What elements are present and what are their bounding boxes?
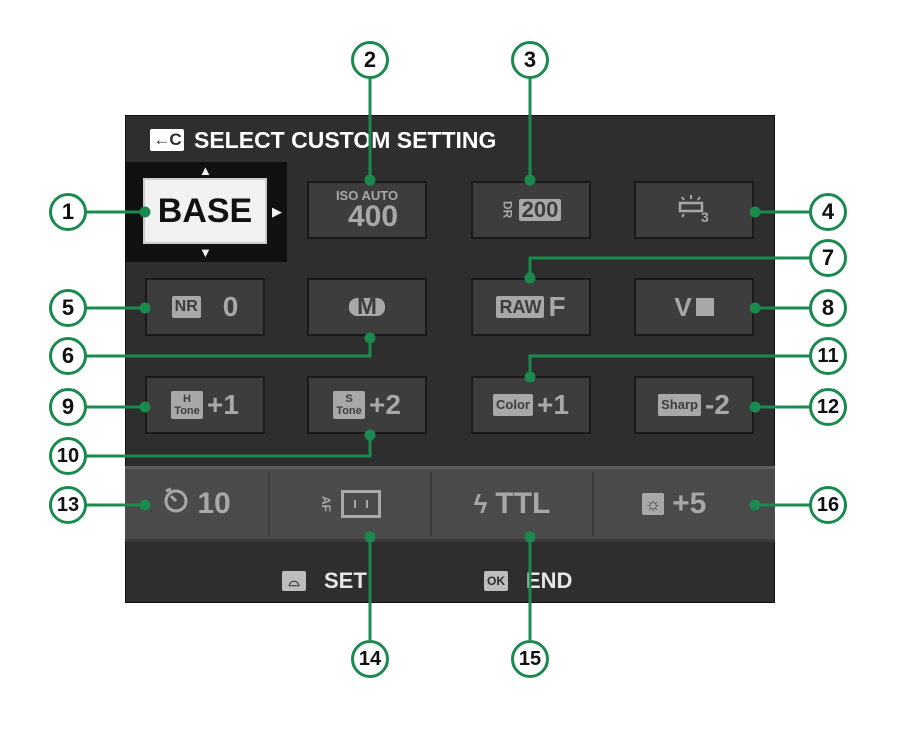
page-title: SELECT CUSTOM SETTING (194, 126, 497, 153)
flash-value: TTL (495, 487, 551, 520)
callout-8: 8 (809, 289, 847, 327)
film-simulation-tile[interactable]: V (634, 278, 754, 336)
color-badge: Color (493, 394, 533, 416)
down-arrow-icon[interactable]: ▼ (199, 245, 212, 260)
af-mode-cell[interactable]: AF (270, 466, 430, 542)
callout-1: 1 (49, 193, 87, 231)
custom-setting-icon: ←C (150, 129, 184, 151)
white-balance-tile[interactable]: 3 (634, 181, 754, 239)
white-balance-3-icon: 3 (674, 193, 714, 227)
sharp-badge: Sharp (658, 394, 701, 416)
dr-value: 200 (518, 199, 562, 221)
stone-badge: S Tone (333, 391, 366, 419)
callout-4: 4 (809, 193, 847, 231)
stone-value: +2 (369, 389, 401, 420)
iso-value: 400 (348, 199, 399, 233)
raw-tile[interactable]: RAW F (471, 278, 591, 336)
base-label: BASE (157, 191, 253, 230)
htone-value: +1 (207, 389, 239, 420)
callout-15: 15 (511, 640, 549, 678)
callout-9: 9 (49, 388, 87, 426)
self-timer-icon (163, 487, 189, 521)
divider (592, 472, 594, 536)
mode-badge: M (349, 295, 385, 319)
callout-3: 3 (511, 41, 549, 79)
base-setting-tile[interactable]: BASE (143, 178, 267, 244)
divider (268, 472, 270, 536)
bottom-settings-bar (125, 466, 775, 542)
title-bar: ←C SELECT CUSTOM SETTING (150, 124, 496, 156)
nr-value: 0 (222, 291, 239, 322)
highlight-tone-tile[interactable]: H Tone +1 (145, 376, 265, 434)
htone-badge: H Tone (171, 391, 204, 419)
callout-10: 10 (49, 437, 87, 475)
divider (430, 472, 432, 536)
color-tile[interactable]: Color +1 (471, 376, 591, 434)
dr-label: DR (500, 201, 515, 219)
self-timer-value: 10 (197, 487, 231, 520)
film-badge: V (674, 291, 692, 322)
flash-icon: ϟ (473, 488, 488, 519)
af-label: AF (319, 496, 333, 512)
film-icon (695, 298, 714, 316)
brightness-icon: ☼ (641, 493, 665, 515)
af-area-icon (341, 490, 381, 518)
self-timer-cell[interactable]: 10 (127, 466, 267, 542)
brightness-value: +5 (672, 487, 707, 520)
callout-2: 2 (351, 41, 389, 79)
wb-sub-value: 3 (701, 209, 709, 225)
callout-5: 5 (49, 289, 87, 327)
end-label: END (526, 568, 573, 593)
sharpness-tile[interactable]: Sharp -2 (634, 376, 754, 434)
dynamic-range-tile[interactable]: DR 200 (471, 181, 591, 239)
brightness-cell[interactable]: ☼ +5 (594, 466, 754, 542)
footer-end: OK END (484, 568, 572, 594)
iso-auto-label: ISO AUTO (335, 187, 399, 203)
sharp-value: -2 (704, 389, 730, 420)
iso-tile[interactable]: ISO AUTO 400 (307, 181, 427, 239)
callout-7: 7 (809, 239, 847, 277)
nr-badge: NR (171, 296, 201, 318)
footer-set: ⌓ SET (282, 568, 367, 594)
right-arrow-icon[interactable]: ▶ (272, 204, 282, 219)
raw-badge: RAW (496, 296, 545, 318)
callout-12: 12 (809, 388, 847, 426)
dial-icon: ⌓ (282, 571, 306, 591)
set-label: SET (324, 568, 367, 593)
up-arrow-icon[interactable]: ▲ (199, 163, 212, 178)
ok-icon: OK (484, 571, 508, 591)
callout-11: 11 (809, 337, 847, 375)
shooting-mode-tile[interactable]: M (307, 278, 427, 336)
noise-reduction-tile[interactable]: NR 0 (145, 278, 265, 336)
flash-mode-cell[interactable]: ϟ TTL (432, 466, 592, 542)
callout-13: 13 (49, 486, 87, 524)
raw-value: F (548, 291, 566, 322)
callout-6: 6 (49, 337, 87, 375)
callout-16: 16 (809, 486, 847, 524)
callout-14: 14 (351, 640, 389, 678)
color-value: +1 (537, 389, 569, 420)
